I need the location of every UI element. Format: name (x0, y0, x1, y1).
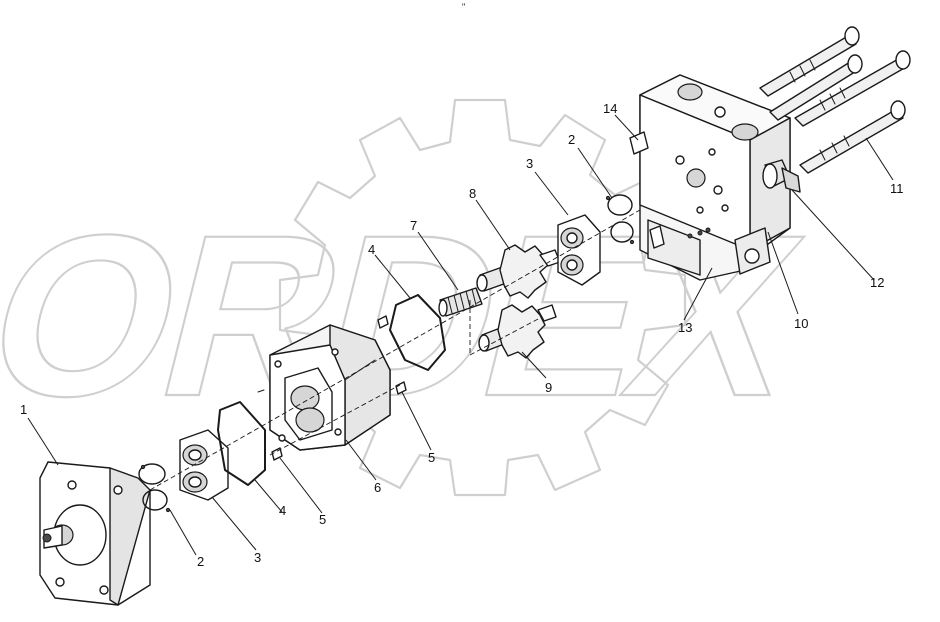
callout-4-upper: 4 (368, 242, 375, 257)
part-2-upper-seal (605, 194, 635, 245)
assembly-axes (149, 209, 641, 491)
part-3-lower-bushing (179, 429, 229, 501)
callout-11: 11 (890, 181, 904, 196)
part-2-lower-seal (138, 463, 171, 513)
callout-labels: 1 2 3 4 5 6 5 4 7 8 9 3 2 13 10 12 11 14 (20, 101, 904, 569)
part-10-valve-block (639, 74, 791, 281)
part-11-bolts (759, 26, 911, 174)
callout-12: 12 (870, 275, 884, 290)
part-6-gear-housing (269, 324, 391, 451)
callout-7: 7 (410, 218, 417, 233)
part-12-relief-valve (762, 159, 801, 193)
part-13-bottom-plug (649, 225, 665, 249)
callout-1: 1 (20, 402, 27, 417)
leader-lines (27, 114, 894, 556)
callout-3-lower: 3 (254, 550, 261, 565)
callout-14: 14 (603, 101, 617, 116)
callout-3-upper: 3 (526, 156, 533, 171)
callout-10: 10 (794, 316, 808, 331)
part-3-upper-bushing (557, 214, 601, 286)
callout-5-upper: 5 (428, 450, 435, 465)
part-9-lower-gear (478, 304, 557, 359)
part-1-front-flange (39, 461, 151, 606)
part-5-upper-pins (377, 315, 407, 395)
callout-5-lower: 5 (319, 512, 326, 527)
callout-8: 8 (469, 186, 476, 201)
part-4-lower-oring (217, 401, 266, 486)
callout-6: 6 (374, 480, 381, 495)
callout-9: 9 (545, 380, 552, 395)
part-4-upper-oring (389, 294, 446, 371)
part-14-plug (629, 131, 649, 155)
part-8-upper-gear (476, 244, 561, 299)
callout-2-lower: 2 (197, 554, 204, 569)
callout-4-lower: 4 (279, 503, 286, 518)
part-5-lower-pin (257, 389, 283, 461)
header-mark: " (462, 2, 465, 12)
callout-2-upper: 2 (568, 132, 575, 147)
callout-13: 13 (678, 320, 692, 335)
part-7-shaft (438, 287, 483, 317)
